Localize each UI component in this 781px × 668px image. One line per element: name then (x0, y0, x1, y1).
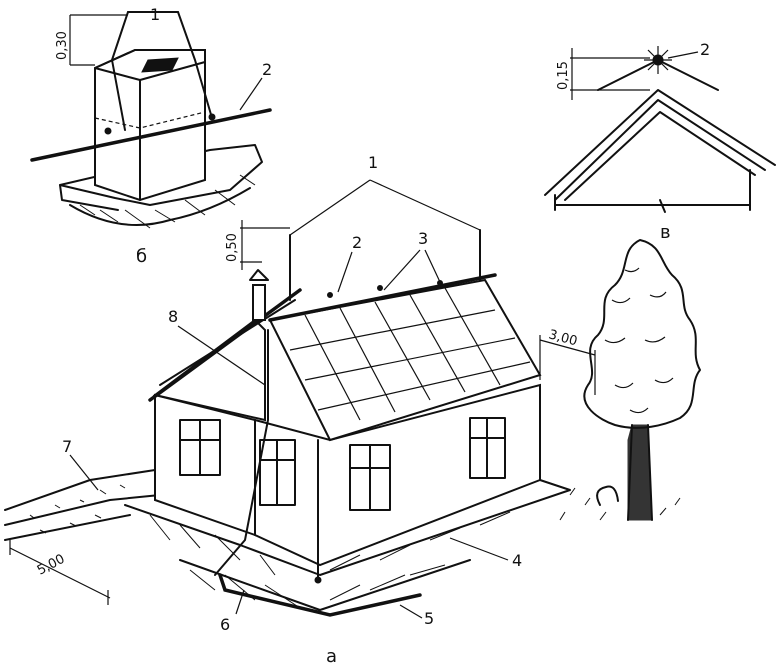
callout-8-house: 8 (168, 307, 178, 326)
callout-6-house: 6 (220, 615, 230, 634)
callout-3-house: 3 (418, 229, 428, 248)
callout-5-house: 5 (424, 609, 434, 628)
dim-tree-distance: 3,00 (547, 327, 579, 349)
caption-v: в (660, 222, 671, 243)
callout-1-chimney: 1 (150, 5, 160, 24)
panel-a-house: 0,50 3,00 5,00 1 2 3 4 5 6 7 8 а (4, 153, 596, 667)
callout-2-ridge: 2 (700, 40, 710, 59)
callout-4-house: 4 (512, 551, 522, 570)
caption-b: б (136, 246, 147, 267)
callout-2-house: 2 (352, 233, 362, 252)
tree-illustration (559, 239, 701, 521)
dim-vent-height: 0,50 (225, 233, 240, 262)
dim-ridge-height: 0,15 (556, 61, 571, 90)
caption-a: а (326, 646, 337, 667)
panel-b-chimney: 0,30 1 2 б (30, 5, 272, 267)
panel-v-ridge: 0,15 2 в (544, 40, 776, 243)
callout-1-house: 1 (368, 153, 378, 172)
callout-7-house: 7 (62, 437, 72, 456)
callout-2-chimney: 2 (262, 60, 272, 79)
dim-chimney-height: 0,30 (55, 31, 70, 60)
